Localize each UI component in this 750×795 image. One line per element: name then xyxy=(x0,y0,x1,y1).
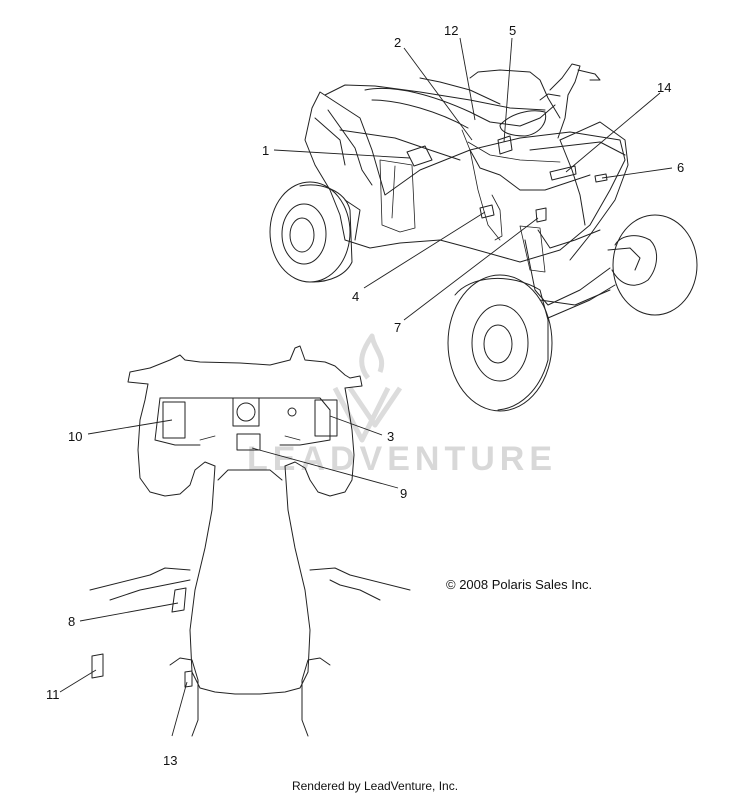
callout-10: 10 xyxy=(68,429,82,444)
decal-4-outline xyxy=(479,204,495,219)
callout-2: 2 xyxy=(394,35,401,50)
key-switch-icon xyxy=(287,407,297,417)
rear-wheel-hub-inner xyxy=(289,217,315,253)
watermark-text: LEADVENTURE xyxy=(247,440,557,478)
callout-11: 11 xyxy=(46,687,60,702)
callout-14: 14 xyxy=(657,80,671,95)
callout-6: 6 xyxy=(677,160,684,175)
decal-13-outline xyxy=(184,670,193,688)
fuel-cap xyxy=(499,110,547,137)
watermark-logo-icon xyxy=(332,386,403,443)
decal-11-outline xyxy=(91,653,104,679)
front-right-wheel xyxy=(612,214,698,316)
decal-14-outline xyxy=(549,165,577,181)
atv-top-view xyxy=(89,345,411,737)
callout-8: 8 xyxy=(68,614,75,629)
callout-3: 3 xyxy=(387,429,394,444)
decal-5-outline xyxy=(497,135,513,155)
copyright-text: © 2008 Polaris Sales Inc. xyxy=(446,577,592,592)
callout-4: 4 xyxy=(352,289,359,304)
atv-body-outline xyxy=(304,91,626,263)
decal-10-box xyxy=(162,401,186,439)
gauge-box xyxy=(232,397,260,427)
leader-lines xyxy=(59,37,673,737)
rear-wheel xyxy=(269,181,351,283)
decal-7-outline xyxy=(535,207,547,223)
decal-6-outline xyxy=(594,173,608,183)
callout-labels: 1 2 3 4 5 6 7 8 9 10 11 12 13 14 xyxy=(46,23,684,768)
decal-9-box xyxy=(236,433,261,451)
gauge-icon xyxy=(236,402,256,422)
callout-9: 9 xyxy=(400,486,407,501)
callout-1: 1 xyxy=(262,143,269,158)
watermark: LEADVENTURE xyxy=(247,333,557,478)
rear-wheel-hub xyxy=(281,203,327,265)
callout-7: 7 xyxy=(394,320,401,335)
callout-5: 5 xyxy=(509,23,516,38)
decal-8-outline xyxy=(171,587,187,613)
front-left-wheel xyxy=(447,274,553,412)
watermark-flame-icon xyxy=(359,333,385,380)
callout-13: 13 xyxy=(163,753,177,768)
decal-1-outline xyxy=(406,145,433,167)
atv-perspective-view xyxy=(269,63,698,412)
callout-12: 12 xyxy=(444,23,458,38)
decal-3-box xyxy=(314,399,338,437)
front-left-wheel-hub-inner xyxy=(483,324,513,364)
footer-text: Rendered by LeadVenture, Inc. xyxy=(292,779,458,793)
front-left-wheel-hub xyxy=(471,304,529,382)
